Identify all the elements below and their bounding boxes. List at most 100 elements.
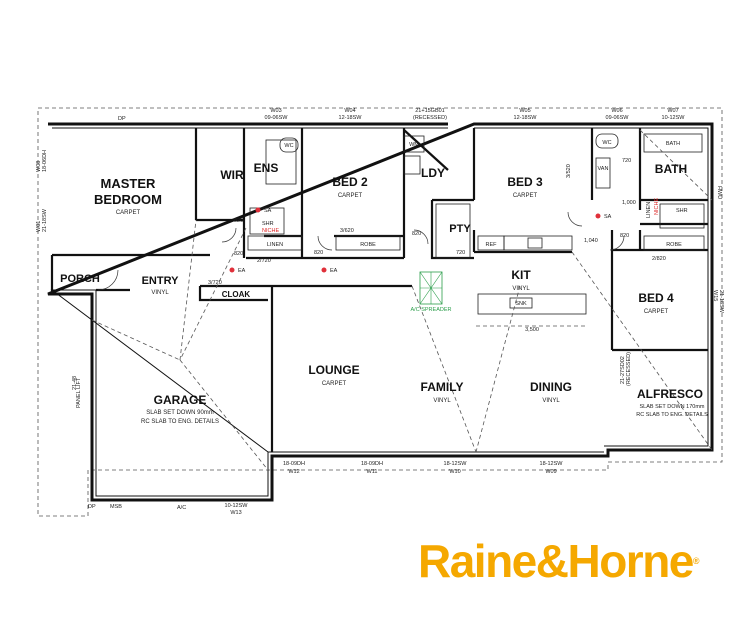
bed2-floor: CARPET — [338, 193, 363, 199]
w03-size: 09-06SW — [265, 115, 289, 121]
bed4-floor: CARPET — [644, 309, 669, 315]
master-name-2: BEDROOM — [94, 192, 162, 207]
porch-label: PORCH — [60, 273, 100, 285]
w15-size: 21-18SW — [718, 290, 724, 314]
robe-3720-label: 3/720 — [208, 280, 222, 286]
w15-id: W15 — [712, 290, 718, 301]
entry-name: ENTRY — [142, 275, 180, 287]
snk-label: SNK — [515, 301, 527, 307]
dim-1040-label: 1,040 — [584, 238, 598, 244]
cloak-label: CLOAK — [222, 290, 251, 299]
ens-wc-label: WC — [284, 143, 293, 149]
bath-shr-label: SHR — [676, 208, 688, 214]
dining-name: DINING — [530, 380, 572, 394]
door-swings — [97, 211, 625, 291]
bath-tub-label: BATH — [666, 141, 680, 147]
w11-id: W11 — [367, 469, 378, 475]
ea-label-1: EA — [238, 268, 246, 274]
w-top-size: 21+15GB01 — [415, 108, 445, 114]
ens-shr-label: SHR — [262, 221, 274, 227]
dp-label-1: DP — [118, 116, 126, 122]
robe-2820-label: 2/820 — [652, 256, 666, 262]
msb-label: MSB — [110, 504, 122, 510]
garage-door-size: 21-48 — [72, 376, 78, 390]
w08-size: 18-06DH — [42, 150, 48, 172]
bed3-floor: CARPET — [513, 193, 538, 199]
eave-line — [37, 107, 723, 517]
door-720-2: 720 — [622, 158, 631, 164]
bath-label: BATH — [655, 162, 687, 176]
fixture-lines — [247, 133, 705, 315]
w04-id: W04 — [344, 108, 355, 114]
wd-size: 21-27SD02 — [620, 356, 626, 384]
wm-label: WM — [409, 142, 419, 148]
dp-label-2: DP — [88, 504, 96, 510]
ens-label: ENS — [254, 161, 279, 175]
garage-note-1: SLAB SET DOWN 90mm — [146, 410, 214, 416]
door-820-3: 820 — [314, 250, 323, 256]
pty-label: PTY — [449, 223, 471, 235]
sa-label-1: SA — [264, 208, 272, 214]
w01-size: 21-18SW — [42, 208, 48, 232]
bed4-robe-label: ROBE — [666, 242, 682, 248]
w12-size: 18-09DH — [283, 461, 305, 467]
w10-size: 18-12SW — [444, 461, 468, 467]
wir-label: WIR — [220, 168, 244, 182]
bath-linen-label: LINEN — [646, 202, 652, 218]
ens-linen-label: LINEN — [267, 242, 283, 248]
master-name-1: MASTER — [101, 176, 157, 191]
brand-name: Raine&Horne — [418, 535, 694, 587]
ens-niche-label: NICHE — [262, 228, 279, 234]
robe-2720-label: 2/720 — [257, 258, 271, 264]
family-floor: VINYL — [433, 398, 451, 404]
ea-label-2: EA — [330, 268, 338, 274]
w12-id: W12 — [288, 469, 299, 475]
w05-id: W05 — [519, 108, 530, 114]
w01-id: W01 — [36, 221, 42, 232]
master-floor: CARPET — [116, 210, 141, 216]
door-820-2: 820 — [234, 251, 243, 257]
entry-floor: VINYL — [151, 290, 169, 296]
w08-id: W08 — [36, 161, 42, 172]
lounge-floor: CARPET — [322, 381, 347, 387]
vent-markers — [229, 207, 601, 273]
ldy-label: LDY — [421, 166, 445, 180]
kit-dim-label: 3,500 — [525, 327, 539, 333]
dining-floor: VINYL — [542, 398, 560, 404]
recessed-top: (RECESSED) — [413, 115, 447, 121]
w09-size: 18-12SW — [540, 461, 564, 467]
w09-id: W09 — [545, 469, 556, 475]
door-820-5: 820 — [620, 233, 629, 239]
lounge-name: LOUNGE — [308, 363, 359, 377]
robe-3620-label: 3/620 — [340, 228, 354, 234]
alfresco-note-1: SLAB SET DOWN 170mm — [640, 404, 705, 410]
ceiling-lines — [91, 129, 713, 471]
w06-size: 09-06SW — [606, 115, 630, 121]
panel-lift-label: PANEL LIFT — [76, 377, 82, 408]
hwu-label: HWU — [716, 186, 722, 199]
brand-reg-mark: ® — [692, 556, 700, 566]
w03-id: W03 — [270, 108, 281, 114]
w05-size: 12-18SW — [514, 115, 538, 121]
ac-spreader-label: A/C SPREADER — [411, 307, 452, 313]
bath-wc-label: WC — [602, 140, 611, 146]
bath-niche-label: NICHE — [654, 198, 660, 215]
alfresco-name: ALFRESCO — [637, 387, 703, 401]
dim-1000-label: 1,000 — [622, 200, 636, 206]
kit-floor: VINYL — [512, 286, 530, 292]
w06-id: W06 — [611, 108, 622, 114]
w07-size: 10-12SW — [662, 115, 686, 121]
w11-size: 18-09DH — [361, 461, 383, 467]
w04-size: 12-18SW — [339, 115, 363, 121]
alfresco-note-2: RC SLAB TO ENG. DETAILS — [636, 412, 708, 418]
w07-id: W07 — [667, 108, 678, 114]
garage-name: GARAGE — [154, 393, 207, 407]
bed4-name: BED 4 — [638, 291, 674, 305]
door-720-1: 720 — [456, 250, 465, 256]
external-walls — [47, 122, 714, 502]
door-820-4: 820 — [412, 231, 421, 237]
w10-id: W10 — [449, 469, 460, 475]
family-name: FAMILY — [421, 380, 464, 394]
brand-logo: Raine&Horne® — [418, 536, 718, 586]
